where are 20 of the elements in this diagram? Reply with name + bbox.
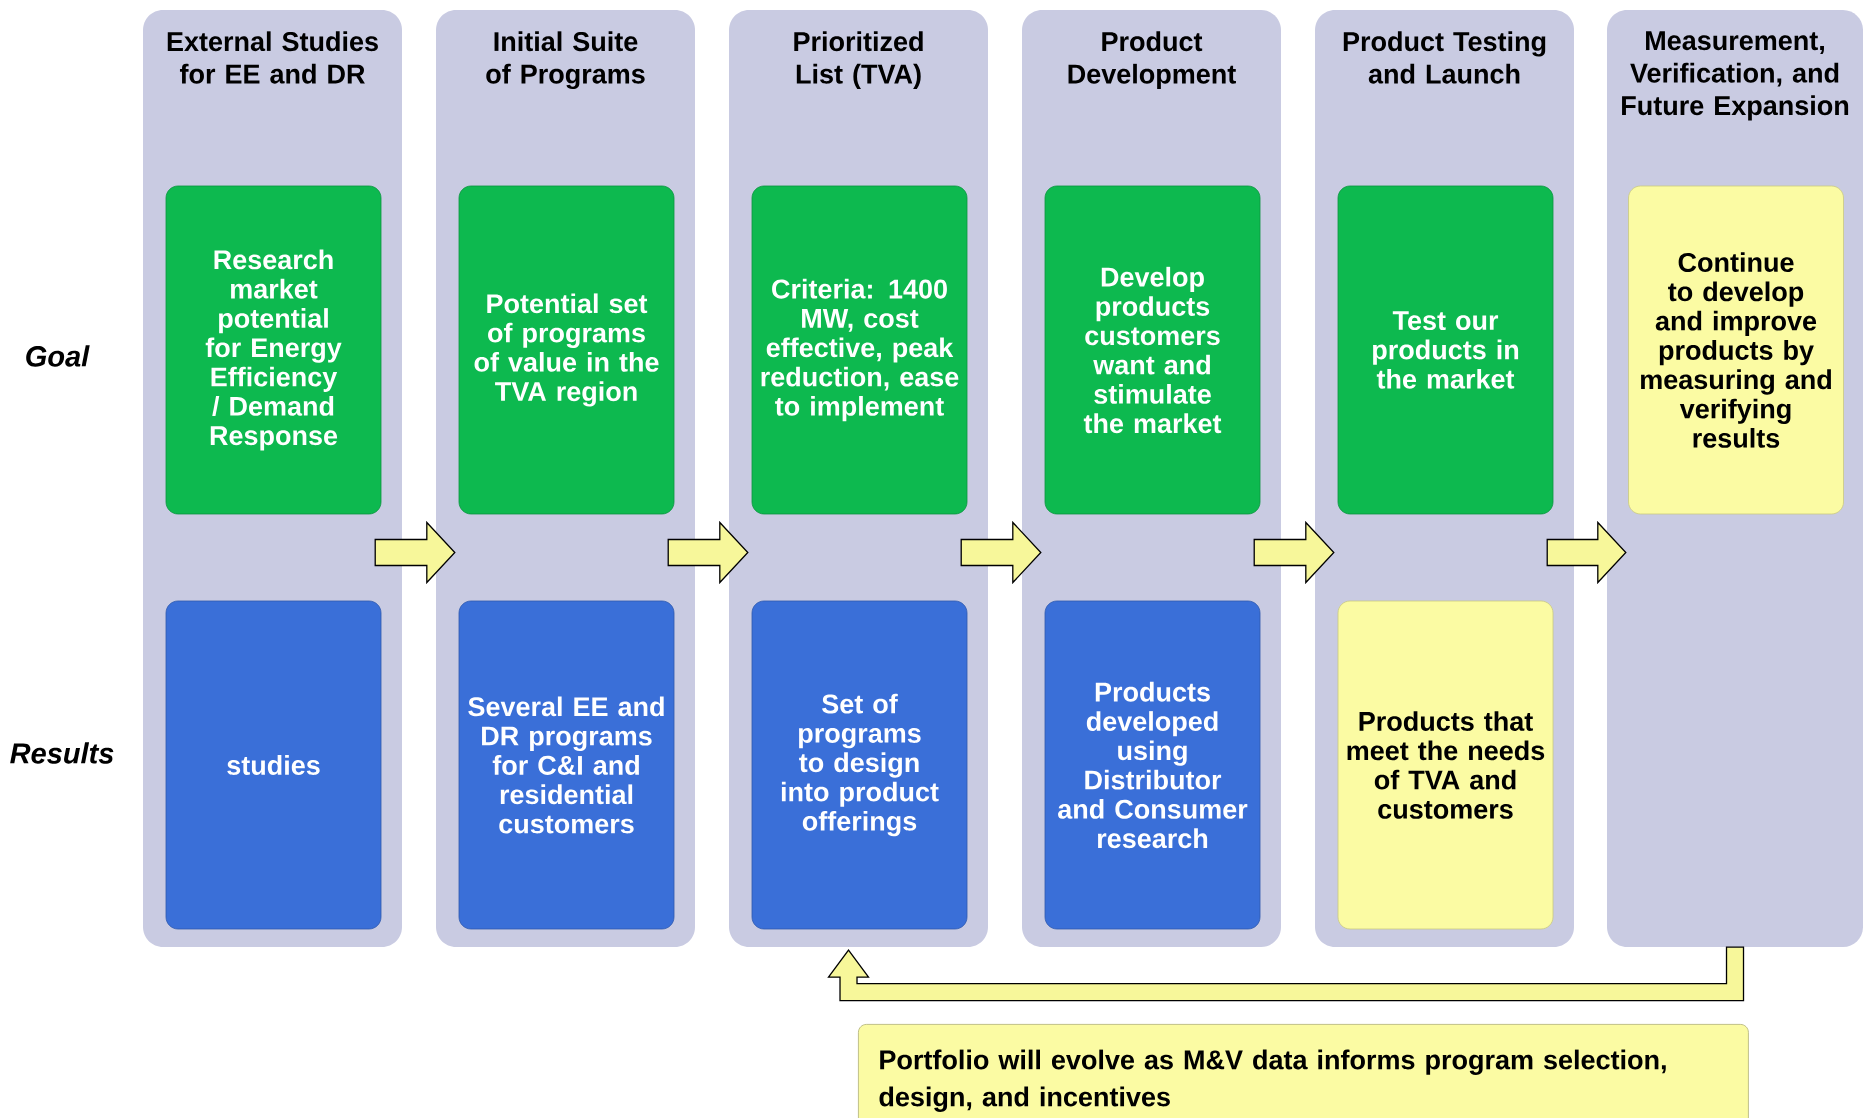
result-box: Set of programs to design into product offerings [751,600,968,930]
block-arrow [1253,520,1335,585]
block-arrow [374,520,456,585]
row-label: Goal [26,345,90,367]
block-arrow [1546,520,1627,585]
goal-box: Potential set of programs of value in the TVA region [458,185,675,515]
note-box: Portfolio will evolve as M&V data informs program selection, design, and incentives [858,1024,1749,1118]
row-label: Results [10,742,114,764]
result-box: Several EE and DR programs for C&I and residential customers [458,600,675,930]
goal-box: Continue to develop and improve products by measuring and verifying results [1628,185,1844,515]
result-box: Products developed using Distributor and Consumer research [1044,600,1261,930]
goal-box: Test our products in the market [1337,185,1554,515]
block-arrow [960,520,1042,585]
goal-box: Criteria: 1400 MW, cost effective, peak reduction, ease to implement [751,185,968,515]
result-box: Products that meet the needs of TVA and customers [1337,600,1554,930]
block-arrow [667,520,749,585]
result-box: studies [165,600,382,930]
goal-box: Develop products customers want and stimulate the market [1044,185,1261,515]
feedback-arrow [827,946,1745,1002]
goal-box: Research market potential for Energy Efficiency / Demand Response [165,185,382,515]
